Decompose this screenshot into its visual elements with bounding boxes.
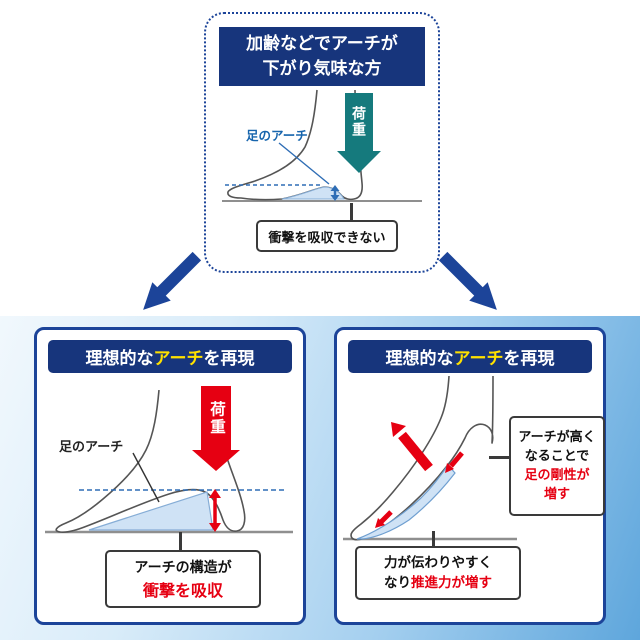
absorb-callout-line1: アーチの構造が bbox=[134, 559, 232, 575]
tiptoe-foot-illustration bbox=[343, 376, 517, 541]
propulsion-callout: 力が伝わりやすく なり推進力が増す bbox=[355, 546, 521, 600]
title-highlight: アーチ bbox=[453, 349, 504, 368]
problem-title: 加齢などでアーチが 下がり気味な方 bbox=[219, 27, 425, 87]
load-arrow-down-icon: 荷重 bbox=[192, 386, 240, 471]
arched-foot-illustration bbox=[45, 390, 293, 534]
load-arrow-down-icon: 荷重 bbox=[337, 93, 381, 173]
title-pre: 理想的な bbox=[85, 349, 154, 368]
high-arch-fill bbox=[88, 491, 214, 531]
rigidity-callout: アーチが高く なることで 足の剛性が 増す bbox=[509, 416, 605, 516]
propulsion-panel: 理想的なアーチを再現 アーチが高く なることで 足の剛性が bbox=[334, 327, 606, 625]
cushion-panel-title: 理想的なアーチを再現 bbox=[48, 340, 292, 373]
title-highlight: アーチ bbox=[153, 349, 204, 368]
callout-connector bbox=[179, 532, 182, 550]
arch-label: 足のアーチ bbox=[59, 439, 124, 454]
force-arrow-toe-icon bbox=[375, 510, 393, 528]
propulsion-line1: 力が伝わりやすく bbox=[384, 554, 492, 570]
rigidity-line2: なることで bbox=[524, 448, 590, 464]
propulsion-line2-black: なり bbox=[384, 575, 411, 590]
arch-label-pointer-line bbox=[278, 142, 330, 185]
cushion-panel: 理想的なアーチを再現 足のアーチ 荷重 アーチの構造が 衝撃を吸収 bbox=[34, 327, 306, 625]
problem-title-line1: 加齢などでアーチが bbox=[246, 34, 398, 53]
shock-callout-text: 衝撃を吸収できない bbox=[268, 229, 386, 245]
load-label: 荷重 bbox=[345, 93, 373, 151]
load-arrow-head-icon bbox=[337, 151, 381, 173]
load-arrow-head-icon bbox=[192, 450, 240, 471]
shock-callout: 衝撃を吸収できない bbox=[256, 220, 398, 252]
arch-label-pointer-line bbox=[132, 452, 160, 503]
flat-foot-illustration bbox=[222, 89, 422, 202]
propulsion-panel-title: 理想的なアーチを再現 bbox=[348, 340, 592, 373]
load-label: 荷重 bbox=[201, 386, 231, 450]
arch-label: 足のアーチ bbox=[246, 129, 308, 143]
title-post: を再現 bbox=[503, 349, 555, 368]
callout-connector bbox=[350, 203, 353, 220]
propulsion-line2: なり推進力が増す bbox=[384, 573, 492, 593]
flow-down-left-arrow-icon bbox=[133, 247, 206, 320]
propulsion-arrow-icon bbox=[391, 422, 433, 472]
red-double-arrow-icon bbox=[209, 489, 221, 532]
low-arch-fill bbox=[281, 186, 345, 200]
bottom-callout-connector bbox=[432, 531, 435, 546]
propulsion-line2-red: 推進力が増す bbox=[411, 575, 492, 590]
rigidity-line3: 足の剛性が bbox=[524, 467, 590, 482]
rigidity-line1: アーチが高く bbox=[518, 429, 596, 445]
problem-title-line2: 下がり気味な方 bbox=[262, 58, 382, 78]
force-arrow-mid-icon bbox=[445, 451, 464, 473]
absorb-callout-line2: 衝撃を吸収 bbox=[142, 583, 223, 600]
flow-down-right-arrow-icon bbox=[434, 247, 507, 320]
title-post: を再現 bbox=[203, 349, 255, 368]
absorb-callout: アーチの構造が 衝撃を吸収 bbox=[105, 550, 261, 608]
title-pre: 理想的な bbox=[385, 349, 454, 368]
small-double-arrow-icon bbox=[330, 185, 340, 201]
rigidity-line4: 増す bbox=[543, 485, 570, 501]
problem-box: 加齢などでアーチが 下がり気味な方 足のアーチ 荷重 衝撃を吸収できない bbox=[204, 12, 440, 273]
side-callout-connector bbox=[489, 456, 509, 459]
foot-outline bbox=[55, 390, 246, 533]
